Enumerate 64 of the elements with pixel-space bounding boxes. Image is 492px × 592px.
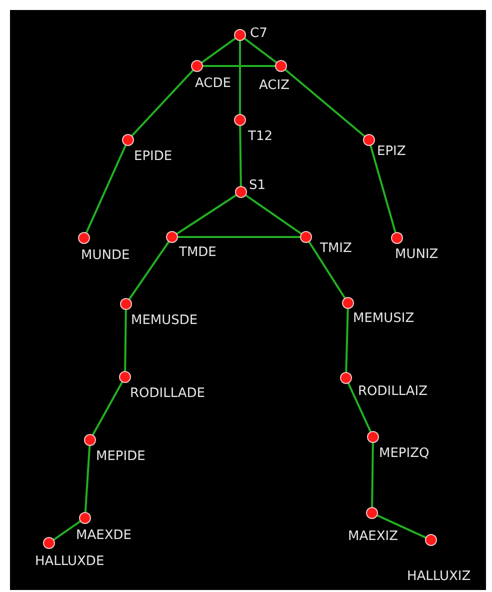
marker-label: EPIZ [377,144,406,159]
connector-line [347,382,372,433]
marker-dot [167,232,177,242]
marker-dot [235,30,245,40]
connector-line [239,40,241,115]
connector-line [369,144,397,234]
marker-dot [120,372,130,382]
connector-line [284,68,366,138]
marker-dot [343,298,353,308]
marker-label: RODILLADE [130,386,206,401]
connector-line [176,194,238,236]
connector-line [200,37,237,64]
connector-line [308,240,346,300]
connector-line [92,380,124,436]
connector-line [202,65,276,67]
marker-dot [235,115,245,125]
marker-label: MEMUSDE [131,313,198,328]
marker-label: MEMUSIZ [353,311,414,326]
connector-line [52,520,82,541]
marker-label: TMDE [179,245,216,260]
marker-label: HALLUXDE [35,554,104,569]
marker-dot [123,135,133,145]
marker-dot [341,373,351,383]
marker-dot [392,233,402,243]
connector-line [239,124,242,188]
marker-label: ACDE [195,76,231,91]
marker-label: ACIZ [259,78,290,93]
marker-label: MUNIZ [395,247,438,262]
marker-dot [79,233,89,243]
marker-dot [44,538,54,548]
marker-dot [276,61,286,71]
marker-dot [192,61,202,71]
marker-label: TMIZ [320,241,352,256]
marker-label: MAEXDE [76,528,132,543]
connector-line [128,240,170,300]
marker-label: S1 [249,178,266,193]
connector-line [243,37,278,64]
marker-dot [80,513,90,523]
marker-label: T12 [248,129,272,144]
marker-dot [368,432,378,442]
connector-line [84,444,91,514]
connector-line [130,68,194,138]
marker-label: HALLUXIZ [407,569,471,584]
connector-line [371,442,374,508]
connector-line [345,308,349,374]
marker-dot [236,187,246,197]
marker-dot [85,435,95,445]
marker-label: MEPIZQ [379,446,430,461]
connector-line [244,194,302,235]
marker-dot [364,135,374,145]
marker-dot [426,535,436,545]
marker-label: RODILLAIZ [358,384,428,399]
marker-label: C7 [250,26,268,41]
marker-label: MAEXIZ [348,529,398,544]
marker-label: MUNDE [81,248,130,263]
connector-line [124,308,127,372]
connector-line [85,144,127,234]
marker-dot [301,232,311,242]
marker-label: MEPIDE [96,449,146,464]
marker-dot [121,299,131,309]
connector-line [177,236,301,238]
marker-label: EPIDE [134,149,172,164]
marker-dot [367,508,377,518]
connector-line [376,514,427,539]
